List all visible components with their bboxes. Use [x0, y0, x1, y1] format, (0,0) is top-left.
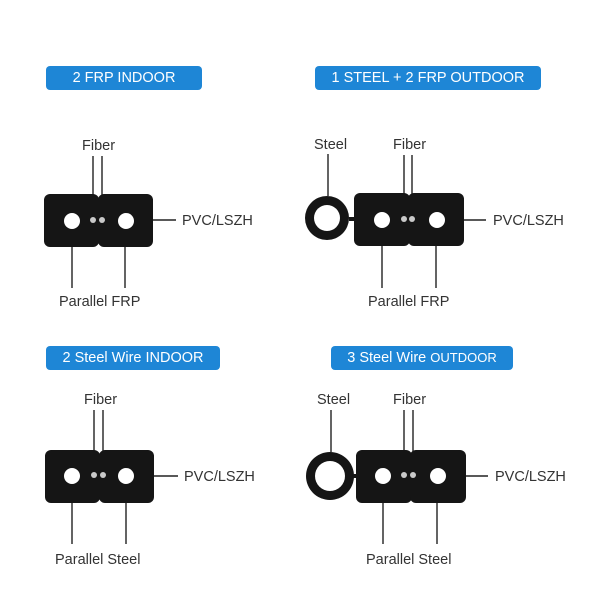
steel-messenger-core	[314, 205, 340, 231]
cable-cross-section-diagram: Fiber PVC/LSZH Parallel FRP	[44, 138, 253, 310]
cable-cross-section-diagram: Steel Fiber PVC/LSZH Parallel Steel	[306, 392, 566, 568]
panel-title-badge: 2 FRP INDOOR	[46, 66, 202, 90]
cable-cross-section-diagram: Steel Fiber PVC/LSZH Parallel FRP	[305, 137, 564, 310]
steel-label: Steel	[314, 137, 347, 153]
steel-strength-member	[430, 468, 446, 484]
frp-strength-member	[429, 212, 445, 228]
bottom-label: Parallel Steel	[366, 552, 451, 568]
fiber-core	[401, 472, 407, 478]
fiber-core	[91, 472, 97, 478]
steel-strength-member	[375, 468, 391, 484]
panel-2-frp-indoor: 2 FRP INDOOR Fiber PVC/LSZH Parallel FRP	[0, 0, 300, 310]
jacket-label: PVC/LSZH	[493, 213, 564, 229]
frp-strength-member	[64, 213, 80, 229]
jacket-label: PVC/LSZH	[495, 469, 566, 485]
steel-messenger-core	[315, 461, 345, 491]
panel-2-steel-wire-indoor: 2 Steel Wire INDOOR Fiber PVC/LSZH Paral…	[0, 300, 300, 600]
fiber-label: Fiber	[82, 138, 115, 154]
fiber-core	[90, 217, 96, 223]
steel-strength-member	[118, 468, 134, 484]
panel-title-badge: 2 Steel Wire INDOOR	[46, 346, 220, 370]
fiber-core	[409, 216, 415, 222]
panel-title-small: OUTDOOR	[430, 350, 497, 365]
steel-label: Steel	[317, 392, 350, 408]
jacket-label: PVC/LSZH	[184, 469, 255, 485]
bottom-label: Parallel FRP	[368, 294, 449, 310]
bottom-label: Parallel FRP	[59, 294, 140, 310]
steel-strength-member	[64, 468, 80, 484]
fiber-core	[410, 472, 416, 478]
frp-strength-member	[374, 212, 390, 228]
fiber-core	[100, 472, 106, 478]
fiber-core	[99, 217, 105, 223]
cable-cross-section-diagram: Fiber PVC/LSZH Parallel Steel	[45, 392, 255, 568]
panel-3-steel-wire-outdoor: 3 Steel Wire OUTDOOR Steel Fiber PVC/LSZ…	[300, 300, 600, 600]
panel-1-steel-2-frp-outdoor: 1 STEEL + 2 FRP OUTDOOR Steel Fiber PVC/…	[300, 0, 600, 310]
panel-title-badge: 3 Steel Wire OUTDOOR	[331, 346, 513, 370]
frp-strength-member	[118, 213, 134, 229]
fiber-label: Fiber	[393, 137, 426, 153]
panel-title-badge: 1 STEEL + 2 FRP OUTDOOR	[315, 66, 541, 90]
fiber-label: Fiber	[84, 392, 117, 408]
panel-title-main: 3 Steel Wire	[347, 350, 431, 366]
fiber-label: Fiber	[393, 392, 426, 408]
fiber-core	[401, 216, 407, 222]
jacket-label: PVC/LSZH	[182, 213, 253, 229]
bottom-label: Parallel Steel	[55, 552, 140, 568]
